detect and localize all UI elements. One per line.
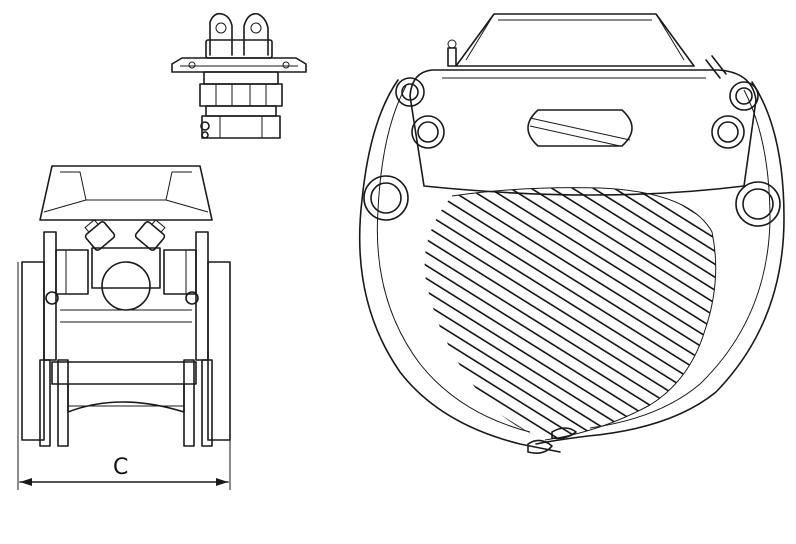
rotator-view [171,12,307,139]
grapple-side-view [358,13,785,454]
grapple-front-view: C [17,165,231,490]
dimension-label-c: C [113,455,128,480]
